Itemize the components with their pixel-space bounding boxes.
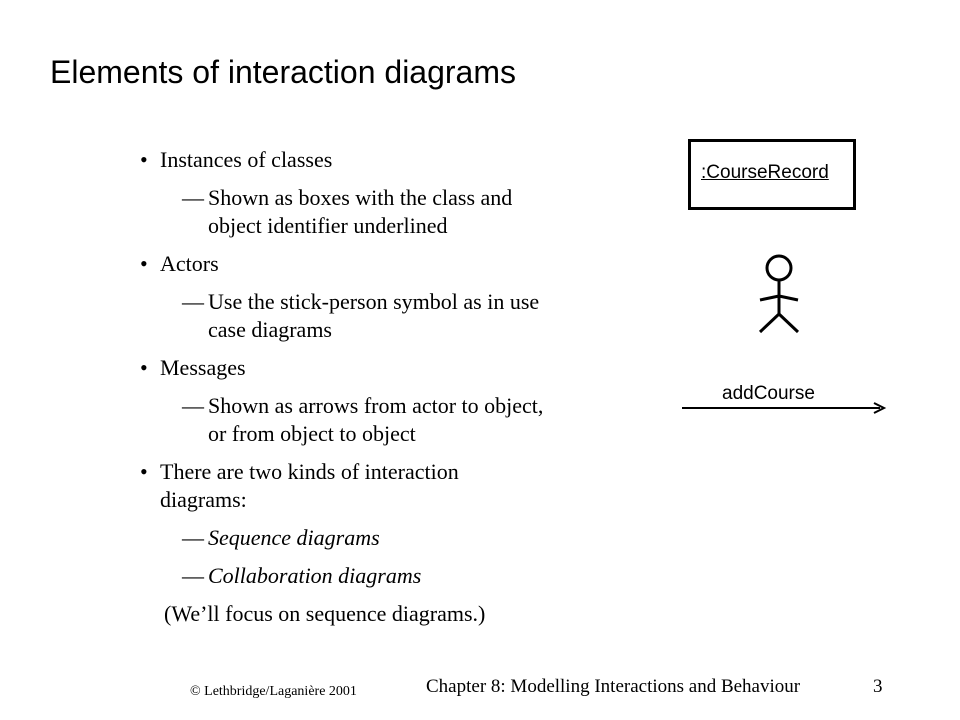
bullet-line-2: diagrams: — [160, 487, 247, 512]
actor-leg-left — [758, 312, 781, 334]
bullet-text: Messages — [160, 355, 246, 380]
actor-arm-right — [778, 294, 799, 302]
bullet-marker: • — [140, 147, 148, 172]
bullet-marker: • — [140, 459, 148, 484]
bullet-messages: • Messages — [140, 354, 640, 382]
sub-item-text: Sequence diagrams — [208, 525, 380, 550]
bullet-text: Actors — [160, 251, 219, 276]
dash-marker: — — [182, 393, 204, 418]
footer-chapter: Chapter 8: Modelling Interactions and Be… — [426, 676, 801, 697]
sub-item-shown-as-boxes: — Shown as boxes with the class and obje… — [140, 184, 640, 240]
open-arrow-right-icon — [682, 402, 887, 414]
dash-marker: — — [182, 185, 204, 210]
actor-head — [765, 254, 793, 282]
dash-marker: — — [182, 525, 204, 550]
bullet-marker: • — [140, 251, 148, 276]
sub-item-line-2: or from object to object — [208, 421, 416, 446]
object-box: :CourseRecord — [688, 139, 856, 210]
sub-item-stick-person: — Use the stick-person symbol as in use … — [140, 288, 640, 344]
sub-item-collaboration-diagrams: — Collaboration diagrams — [140, 562, 640, 590]
dash-marker: — — [182, 289, 204, 314]
bullet-two-kinds: • There are two kinds of interaction dia… — [140, 458, 640, 514]
actor-leg-right — [777, 312, 800, 334]
bullet-marker: • — [140, 355, 148, 380]
page-title: Elements of interaction diagrams — [50, 54, 516, 90]
sub-item-line-1: Use the stick-person symbol as in use — [208, 289, 540, 314]
footer-copyright: © Lethbridge/Laganière 2001 — [190, 684, 357, 699]
sub-item-sequence-diagrams: — Sequence diagrams — [140, 524, 640, 552]
message-arrow-head — [873, 402, 887, 414]
sub-item-line-1: Shown as boxes with the class and — [208, 185, 513, 210]
bullet-instances-of-classes: • Instances of classes — [140, 146, 640, 174]
page-number: 3 — [873, 676, 883, 697]
bullet-list: • Instances of classes — Shown as boxes … — [140, 146, 640, 628]
sub-item-line-2: case diagrams — [208, 317, 332, 342]
sub-item-arrows: — Shown as arrows from actor to object, … — [140, 392, 640, 448]
message-label: addCourse — [722, 383, 815, 404]
sub-item-text: Collaboration diagrams — [208, 563, 422, 588]
bullet-actors: • Actors — [140, 250, 640, 278]
bullet-text: Instances of classes — [160, 147, 333, 172]
dash-marker: — — [182, 563, 204, 588]
actor-arm-left — [759, 294, 780, 302]
sub-item-line-2: object identifier underlined — [208, 213, 448, 238]
stick-person-icon — [758, 254, 800, 334]
sub-item-line-1: Shown as arrows from actor to object, — [208, 393, 544, 418]
object-label: :CourseRecord — [701, 162, 829, 183]
bullet-line-1: There are two kinds of interaction — [160, 459, 459, 484]
note-focus: (We’ll focus on sequence diagrams.) — [164, 601, 486, 626]
